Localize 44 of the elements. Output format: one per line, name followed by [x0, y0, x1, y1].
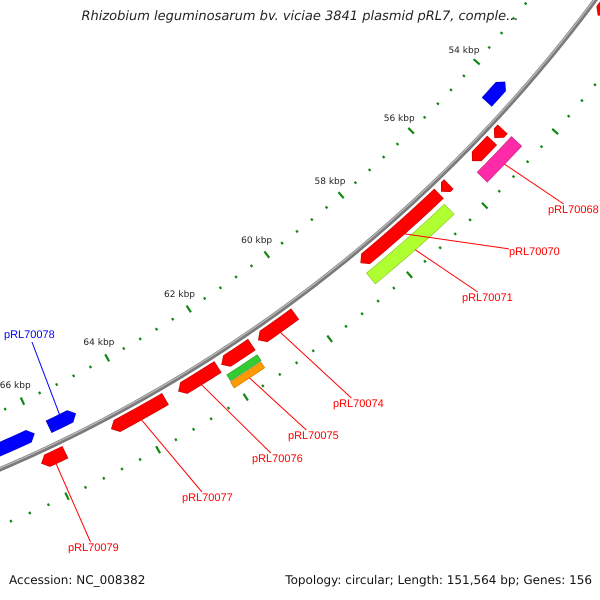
gene-label: pRL70074 — [333, 398, 384, 411]
gene-label: pRL70079 — [68, 542, 119, 555]
gene-label: pRL70076 — [252, 453, 303, 466]
leader-line — [404, 233, 510, 250]
leader-line — [249, 377, 307, 430]
gene-label: pRL70078 — [4, 329, 55, 342]
gene-feature — [226, 354, 262, 382]
leader-line — [56, 463, 92, 542]
gene-label: pRL70071 — [462, 292, 513, 305]
gene-feature — [41, 446, 68, 467]
leader-line — [414, 249, 478, 292]
scale-label: 60 kbp — [241, 236, 272, 246]
gene-label: pRL70070 — [509, 246, 560, 259]
scale-label: 58 kbp — [314, 177, 346, 188]
gene-label: pRL70075 — [288, 430, 339, 443]
gene-feature — [596, 0, 600, 16]
gene-feature — [476, 136, 522, 182]
gene-feature — [178, 361, 222, 394]
gene-feature — [472, 136, 498, 162]
scale-label: 64 kbp — [83, 338, 114, 348]
gene-label: pRL70077 — [182, 492, 233, 505]
gene-feature — [230, 362, 266, 388]
gene-feature — [494, 124, 508, 138]
leader-line — [31, 342, 60, 415]
gene-feature — [482, 82, 506, 107]
leader-line — [201, 384, 272, 454]
scale-label: 62 kbp — [164, 290, 195, 300]
gene-feature — [440, 179, 454, 192]
genome-summary: Topology: circular; Length: 151,564 bp; Genes: 156 — [285, 573, 592, 587]
gene-label: pRL70068 — [548, 204, 599, 217]
scale-label: 56 kbp — [384, 114, 415, 124]
leader-line — [141, 419, 202, 492]
leader-line — [504, 164, 564, 204]
leader-line — [280, 332, 352, 398]
gene-feature — [221, 338, 256, 367]
scale-label: 54 kbp — [448, 46, 480, 56]
gene-feature — [46, 410, 76, 434]
map-title: Rhizobium leguminosarum bv. viciae 3841 plasmid pRL7, comple... — [81, 9, 519, 24]
gene-feature — [366, 204, 455, 284]
gene-feature — [110, 393, 169, 432]
accession-note: Accession: NC_008382 — [9, 573, 146, 587]
gene-feature — [360, 188, 444, 264]
scale-label: 66 kbp — [0, 380, 31, 391]
gene-feature — [258, 308, 300, 342]
